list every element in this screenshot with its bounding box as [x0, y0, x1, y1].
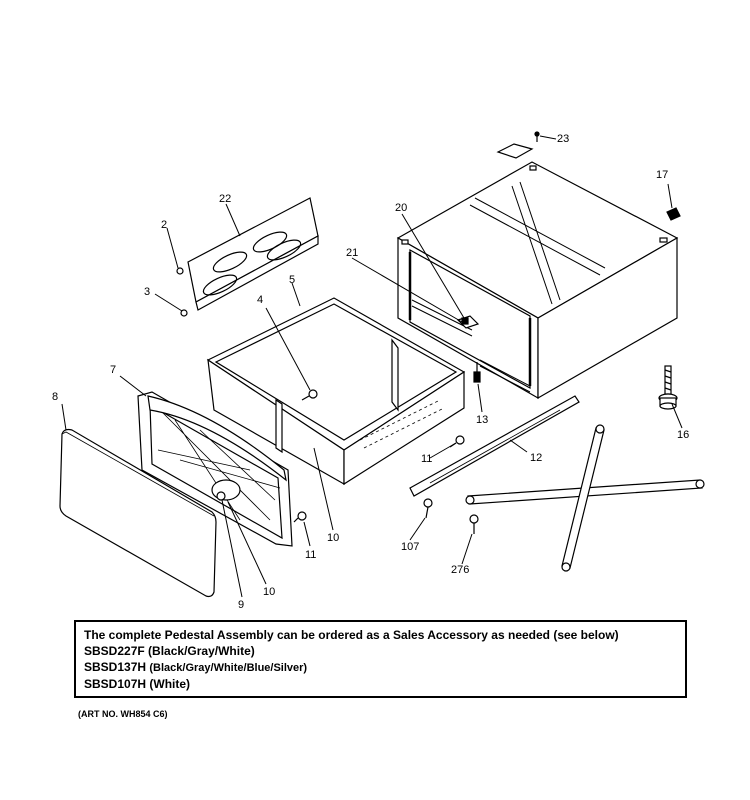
model-code-sbsd227f: SBSD227F	[84, 644, 145, 658]
part-9-handle	[211, 479, 241, 501]
callout-9: 9	[238, 599, 245, 611]
callout-11-frame: 11	[305, 549, 317, 561]
part-11-screw-frame	[293, 511, 307, 523]
part-12-rail	[409, 395, 580, 497]
callout-17: 17	[656, 169, 669, 181]
note-line-3: SBSD137H (Black/Gray/White/Blue/Silver)	[84, 659, 677, 676]
model-code-sbsd107h: SBSD107H	[84, 677, 147, 691]
model-colors-sbsd107h: (White)	[149, 677, 191, 691]
part-7-inner-frame	[137, 391, 293, 547]
note-line-2: SBSD227F (Black/Gray/White)	[84, 643, 677, 659]
part-13-screw	[473, 362, 481, 383]
part-16-leveling-leg	[658, 365, 678, 410]
callout-13: 13	[476, 414, 489, 426]
part-20-21-bracket	[456, 315, 480, 329]
callout-23: 23	[557, 133, 570, 145]
callout-10-drawer: 10	[327, 532, 340, 544]
part-22-panel	[187, 197, 319, 311]
part-276-cross-braces	[465, 424, 705, 572]
model-colors-sbsd227f: (Black/Gray/White)	[148, 644, 255, 658]
leader-lines	[61, 135, 683, 598]
note-line-4: SBSD107H (White)	[84, 676, 677, 692]
part-5-drawer	[206, 297, 466, 486]
ordering-note-box: The complete Pedestal Assembly can be or…	[74, 620, 687, 698]
model-colors-sbsd137h: (Black/Gray/White/Blue/Silver)	[149, 662, 308, 674]
note-line-1: The complete Pedestal Assembly can be or…	[84, 628, 619, 642]
callout-22: 22	[219, 193, 232, 205]
callout-107: 107	[401, 541, 420, 553]
callout-4: 4	[257, 294, 264, 306]
part-2-screw	[176, 267, 184, 275]
callout-8: 8	[52, 391, 59, 403]
callout-2: 2	[161, 219, 168, 231]
part-17-clip	[666, 207, 681, 221]
model-code-sbsd137h: SBSD137H	[84, 660, 147, 674]
art-number: (ART NO. WH854 C6)	[78, 709, 168, 719]
callout-3: 3	[144, 286, 151, 298]
callout-276: 276	[451, 564, 470, 576]
callout-7: 7	[110, 364, 117, 376]
callout-21: 21	[346, 247, 359, 259]
callout-10-frame: 10	[263, 586, 276, 598]
part-107-screw	[423, 498, 433, 519]
callout-20: 20	[395, 202, 408, 214]
part-4-screw	[301, 389, 318, 401]
callout-5: 5	[289, 274, 296, 286]
part-3-screw	[180, 309, 188, 317]
part-8-front-panel	[59, 428, 217, 598]
part-23-pad	[496, 131, 540, 159]
part-276-screw	[469, 514, 479, 534]
callout-12: 12	[530, 452, 543, 464]
callout-11-rail: 11	[421, 453, 433, 465]
callout-16: 16	[677, 429, 690, 441]
